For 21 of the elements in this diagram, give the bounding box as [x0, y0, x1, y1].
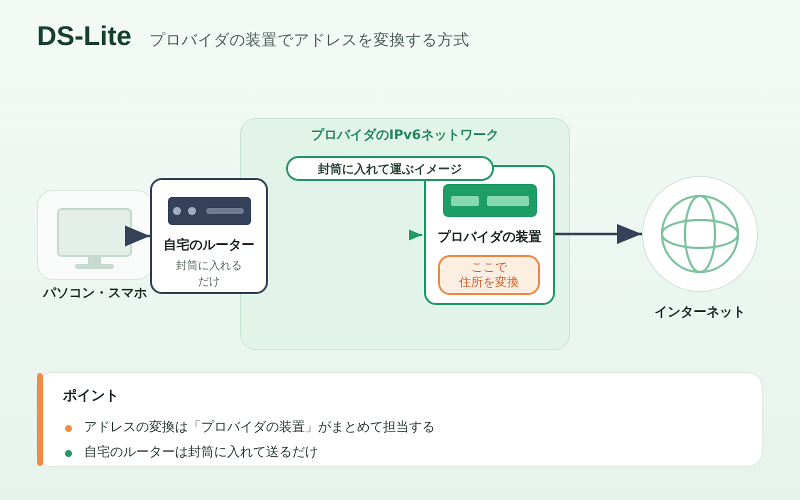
- arrow: [409, 230, 422, 240]
- device-box: [424, 165, 555, 305]
- node-title: プロバイダの装置: [438, 229, 542, 247]
- highlight-box: [438, 255, 540, 295]
- arrow: [555, 224, 642, 244]
- info-panel: [36, 372, 763, 467]
- panel-heading: ポイント: [63, 387, 119, 406]
- title: DS-Lite: [37, 20, 132, 53]
- node-note: 封筒に入れるだけ: [174, 258, 243, 290]
- label-pill: 封筒に入れて運ぶイメージ: [286, 156, 494, 181]
- node-label: パソコン・スマホ: [43, 285, 147, 303]
- area-title: プロバイダのIPv6ネットワーク: [311, 127, 499, 145]
- node-title: 自宅のルーター: [164, 237, 254, 255]
- arrow: [125, 226, 150, 246]
- node-label: インターネット: [654, 304, 746, 322]
- note-text: ここで住所を変換: [458, 260, 520, 290]
- network-area: [240, 118, 570, 350]
- point-text: 自宅のルーターは封筒に入れて送るだけ: [84, 444, 318, 462]
- point-text: アドレスの変換は「プロバイダの装置」がまとめて担当する: [84, 419, 435, 437]
- router-box: [150, 178, 268, 294]
- subtitle: プロバイダの装置でアドレスを変換する方式: [150, 30, 470, 51]
